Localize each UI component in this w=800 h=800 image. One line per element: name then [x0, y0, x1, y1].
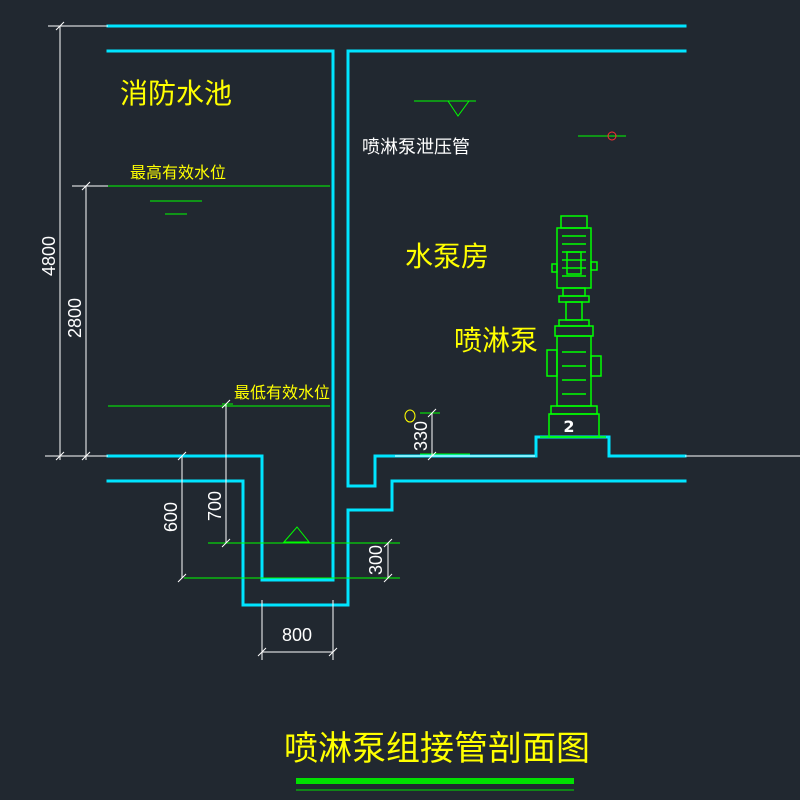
structure-outline [106, 24, 687, 607]
label-min-level: 最低有效水位 [234, 383, 330, 402]
relief-level-triangle [447, 100, 470, 117]
label-pump: 喷淋泵 [454, 324, 538, 357]
sprinkler-pump-icon [540, 215, 606, 438]
title-underline [296, 778, 574, 784]
pump-room-wall [346, 49, 687, 488]
drawing-title: 喷淋泵组接管剖面图 [284, 729, 590, 769]
dim-600: 600 [161, 502, 181, 532]
dim-800: 800 [282, 625, 312, 645]
relief-valve-symbol [404, 409, 416, 423]
dim-700: 700 [205, 491, 225, 521]
dim-4800: 4800 [39, 236, 59, 276]
pit-outer-wall [106, 479, 687, 607]
label-pool: 消防水池 [120, 77, 232, 110]
dim-330: 330 [411, 421, 431, 451]
dimension-text: 4800 2800 700 600 800 330 300 [39, 236, 431, 645]
suction-triangle [282, 526, 311, 543]
label-pump-room: 水泵房 [405, 240, 489, 273]
pool-inner-wall [106, 49, 335, 582]
dim-300: 300 [366, 545, 386, 575]
relief-pipe-circle [607, 131, 617, 141]
dimension-lines [48, 21, 437, 660]
label-max-level: 最高有效水位 [130, 163, 226, 182]
dim-2800: 2800 [65, 298, 85, 338]
label-relief-pipe: 喷淋泵泄压管 [362, 137, 470, 158]
pump-number: 2 [563, 417, 574, 436]
level-lines [108, 100, 626, 579]
